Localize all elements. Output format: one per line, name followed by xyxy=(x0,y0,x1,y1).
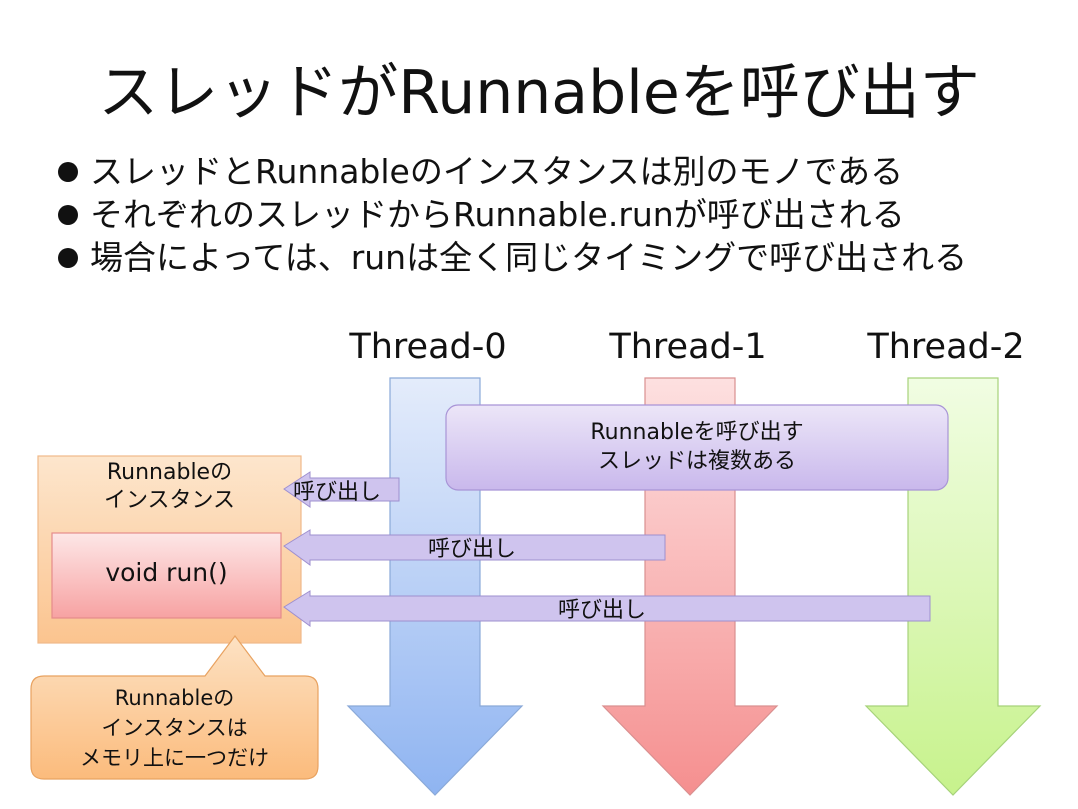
instance-box-line2: インスタンス xyxy=(103,488,236,513)
call-arrow-thread-2 xyxy=(283,590,931,627)
bullet-dot-icon xyxy=(58,247,78,268)
threads-callout-box xyxy=(445,404,949,491)
threads-callout-line2: スレッドは複数ある xyxy=(597,449,796,474)
threads-callout-text: Runnableを呼び出す スレッドは複数ある xyxy=(446,418,948,476)
call-arrow-1-label: 呼び出し xyxy=(428,537,517,562)
bullet-item: スレッドとRunnableのインスタンスは別のモノである xyxy=(58,150,967,193)
instance-box-line1: Runnableの xyxy=(106,460,233,485)
run-method-label: void run() xyxy=(105,558,228,587)
bullet-text: スレッドとRunnableのインスタンスは別のモノである xyxy=(90,152,904,191)
slide-title: スレッドがRunnableを呼び出す xyxy=(98,58,980,128)
instance-box-label: Runnableの インスタンス xyxy=(38,459,301,515)
bullet-dot-icon xyxy=(58,204,78,225)
call-arrow-0-label: 呼び出し xyxy=(293,480,382,505)
instance-callout-line2: インスタンスは xyxy=(101,716,248,740)
bullet-list: スレッドとRunnableのインスタンスは別のモノである それぞれのスレッドから… xyxy=(58,150,967,279)
instance-callout-line3: メモリ上に一つだけ xyxy=(80,746,269,770)
thread-0-label: Thread-0 xyxy=(349,327,507,367)
call-arrow-2-label: 呼び出し xyxy=(558,598,647,623)
bullet-dot-icon xyxy=(58,161,78,182)
bullet-text: それぞれのスレッドからRunnable.runが呼び出される xyxy=(90,195,905,234)
instance-callout-line1: Runnableの xyxy=(114,686,235,710)
bullet-text: 場合によっては、runは全く同じタイミングで呼び出される xyxy=(90,238,968,277)
threads-callout-line1: Runnableを呼び出す xyxy=(590,420,804,445)
bullet-item: 場合によっては、runは全く同じタイミングで呼び出される xyxy=(58,236,967,279)
instance-callout-text: Runnableの インスタンスは メモリ上に一つだけ xyxy=(31,683,318,773)
bullet-item: それぞれのスレッドからRunnable.runが呼び出される xyxy=(58,193,967,236)
thread-2-label: Thread-2 xyxy=(867,327,1025,367)
thread-1-label: Thread-1 xyxy=(609,327,767,367)
call-arrow-thread-1 xyxy=(283,529,666,566)
call-arrow-thread-0 xyxy=(283,471,400,508)
run-method-box xyxy=(51,532,282,619)
instance-callout-box xyxy=(30,635,319,780)
